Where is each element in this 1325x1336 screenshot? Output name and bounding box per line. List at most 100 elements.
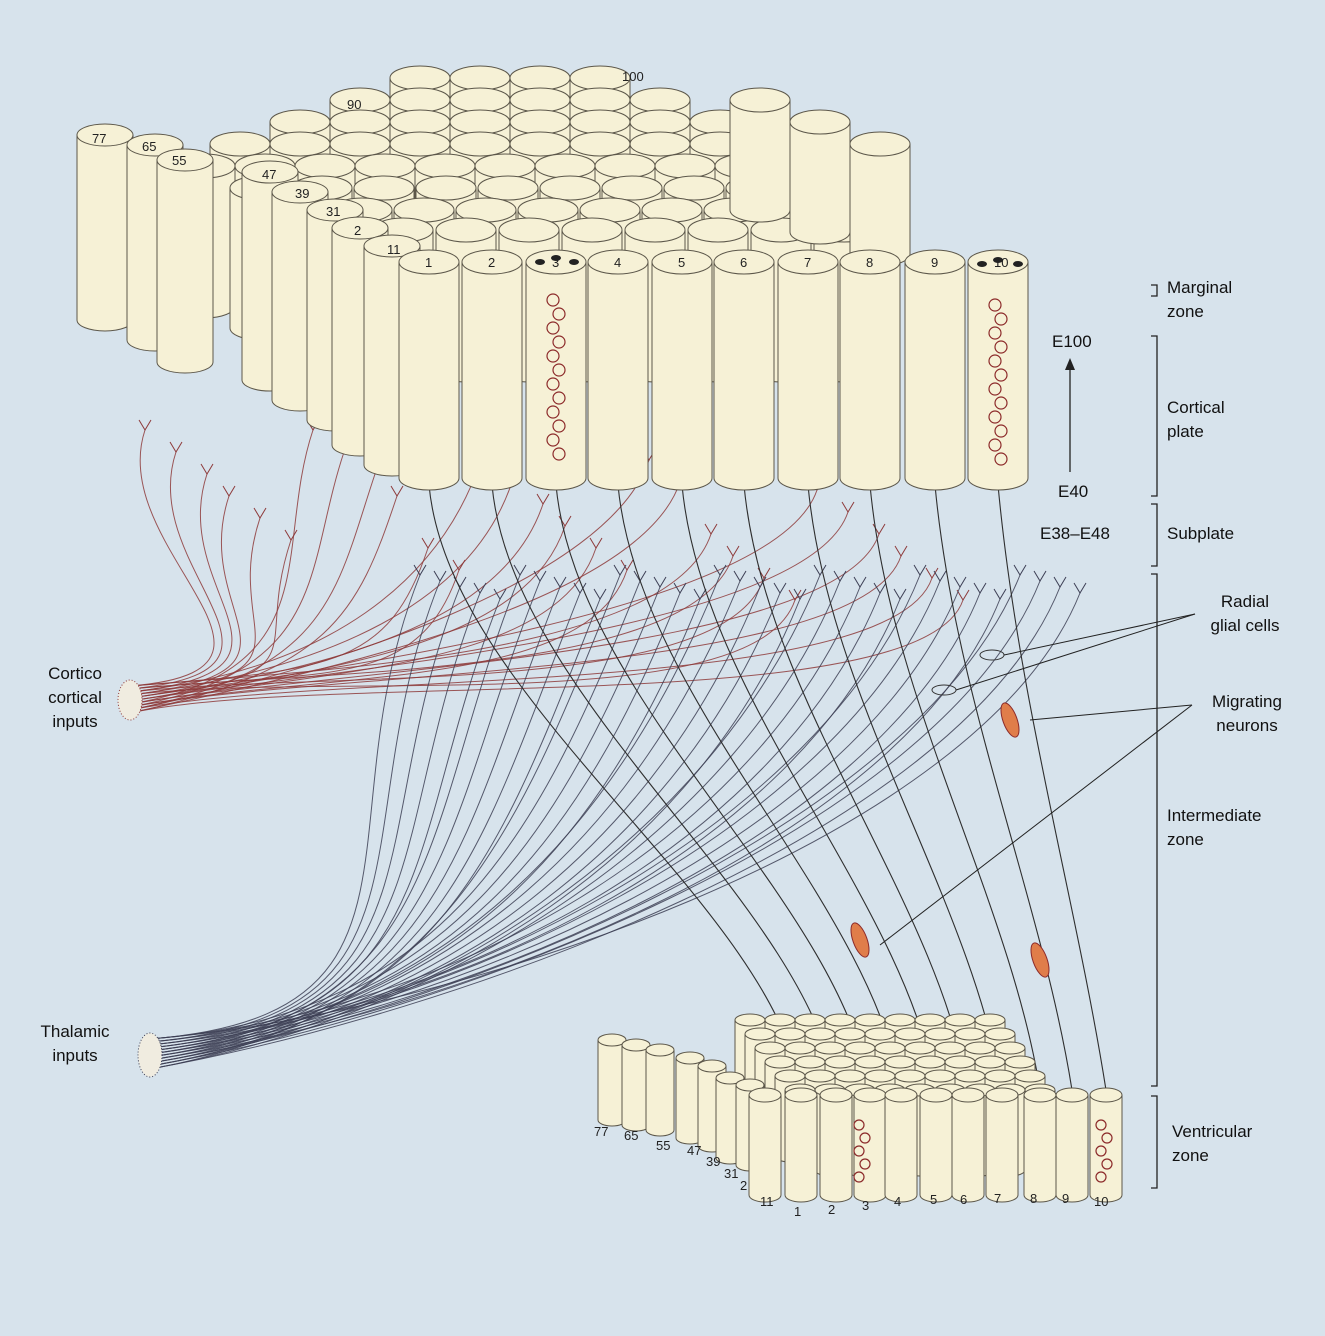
ventricular-column-front xyxy=(1090,1088,1122,1202)
thalamic-fiber xyxy=(150,581,840,1069)
fiber-branch-tip xyxy=(794,589,806,599)
fiber-branch-tip xyxy=(705,524,717,534)
thalamic-label-line-1: Thalamic xyxy=(30,1020,120,1044)
thalamic-fiber xyxy=(150,593,980,1057)
ventricular-zone-label: Ventricular zone xyxy=(1172,1120,1252,1168)
column-number: 90 xyxy=(347,97,361,112)
ventricular-column-front xyxy=(952,1088,984,1202)
column-number: 77 xyxy=(92,131,106,146)
ventricular-column-front xyxy=(854,1088,886,1202)
ventricular-column-front xyxy=(820,1088,852,1202)
column-number: 11 xyxy=(760,1194,774,1209)
radial-glial-label: Radial glial cells xyxy=(1195,590,1295,638)
column-number: 9 xyxy=(1062,1191,1069,1206)
thalamic-fiber xyxy=(150,599,1000,1060)
fiber-branch-tip xyxy=(654,577,666,587)
glial-endfoot xyxy=(1013,261,1023,267)
ventricular-column-left xyxy=(646,1044,674,1136)
fiber-branch-tip xyxy=(895,546,907,556)
fiber-branch-tip xyxy=(514,565,526,575)
column-number: 5 xyxy=(930,1192,937,1207)
cortical-column-left xyxy=(77,124,133,331)
callout-line xyxy=(1030,705,1192,720)
glial-endfoot xyxy=(977,261,987,267)
fiber-branch-tip xyxy=(974,583,986,593)
fiber-branch-tip xyxy=(223,486,235,496)
fiber-branch-tip xyxy=(422,538,434,548)
column-number: 4 xyxy=(614,255,621,270)
column-number: 31 xyxy=(326,204,340,219)
thalamic-fiber xyxy=(150,581,940,1051)
column-number: 55 xyxy=(172,153,186,168)
zone-scale xyxy=(1065,285,1157,1188)
cortical-plate-line-1: Cortical xyxy=(1167,396,1225,420)
fiber-branch-tip xyxy=(170,442,182,452)
thalamic-fiber xyxy=(150,587,860,1039)
cortical-column-back xyxy=(790,110,850,244)
fiber-branch-tip xyxy=(590,538,602,548)
column-number: 6 xyxy=(960,1192,967,1207)
glial-endfoot xyxy=(569,259,579,265)
fiber-branch-tip xyxy=(914,565,926,575)
cortical-plate-line-2: plate xyxy=(1167,420,1225,444)
column-number: 65 xyxy=(142,139,156,154)
column-number: 2 xyxy=(488,255,495,270)
ventricular-column-front xyxy=(885,1088,917,1202)
cortico-cortical-fiber xyxy=(130,600,963,713)
column-number: 39 xyxy=(295,186,309,201)
zone-bracket xyxy=(1151,336,1157,496)
fiber-branch-tip xyxy=(254,508,266,518)
column-number: 10 xyxy=(1094,1194,1108,1209)
column-number: 7 xyxy=(804,255,811,270)
column-number: 39 xyxy=(706,1154,720,1169)
column-number: 8 xyxy=(866,255,873,270)
migrating-neuron xyxy=(997,701,1022,740)
zone-bracket xyxy=(1151,574,1157,1086)
cortical-plate-label: Cortical plate xyxy=(1167,396,1225,444)
thalamic-fiber xyxy=(150,593,880,1042)
callout-line xyxy=(956,614,1195,690)
fiber-branch-tip xyxy=(614,565,626,575)
ventricular-column-front xyxy=(986,1088,1018,1202)
glial-endfoot xyxy=(551,255,561,261)
fiber-branch-tip xyxy=(285,530,297,540)
migrating-neuron xyxy=(1027,941,1052,980)
radial-glial-fiber xyxy=(935,485,1072,1090)
radial-glial-fiber xyxy=(870,485,1040,1090)
zone-bracket xyxy=(1151,1096,1157,1188)
cortical-column-front xyxy=(588,250,648,490)
timeline-arrowhead xyxy=(1065,358,1075,370)
migrating-neurons-label: Migrating neurons xyxy=(1192,690,1302,738)
cortico-cortical-fiber xyxy=(130,512,848,701)
column-number: 31 xyxy=(724,1166,738,1181)
cortico-cortical-fiber xyxy=(130,496,240,695)
fiber-branch-tip xyxy=(1014,565,1026,575)
thalamic-fiber xyxy=(150,587,460,1045)
marginal-label-line-1: Marginal xyxy=(1167,276,1232,300)
ventricular-column-front xyxy=(1024,1088,1056,1202)
fiber-branch-tip xyxy=(139,420,151,430)
cortical-column-front xyxy=(399,250,459,490)
intermediate-line-2: zone xyxy=(1167,828,1262,852)
fiber-branch-tip xyxy=(1034,571,1046,581)
fiber-branch-tip xyxy=(854,577,866,587)
radial-glial-fiber xyxy=(998,485,1106,1090)
timeline-bottom-label: E40 xyxy=(1058,480,1088,504)
column-number: 47 xyxy=(687,1143,701,1158)
thalamic-fiber xyxy=(150,593,780,1060)
glial-endfoot xyxy=(993,257,1003,263)
column-number: 55 xyxy=(656,1138,670,1153)
radial-glial-line-1: Radial xyxy=(1195,590,1295,614)
cortico-bundle xyxy=(118,680,142,720)
cortico-cortical-fiber xyxy=(130,540,291,701)
radial-glial-fiber xyxy=(744,485,968,1090)
cortical-column-front xyxy=(714,250,774,490)
thalamic-fiber xyxy=(150,581,540,1057)
marginal-label-line-2: zone xyxy=(1167,300,1232,324)
fiber-branch-tip xyxy=(1074,583,1086,593)
cortico-cortical-fiber xyxy=(130,452,344,707)
cortical-column-left xyxy=(157,149,213,373)
thalamic-fiber xyxy=(150,581,640,1039)
ventricular-column-front xyxy=(920,1088,952,1202)
